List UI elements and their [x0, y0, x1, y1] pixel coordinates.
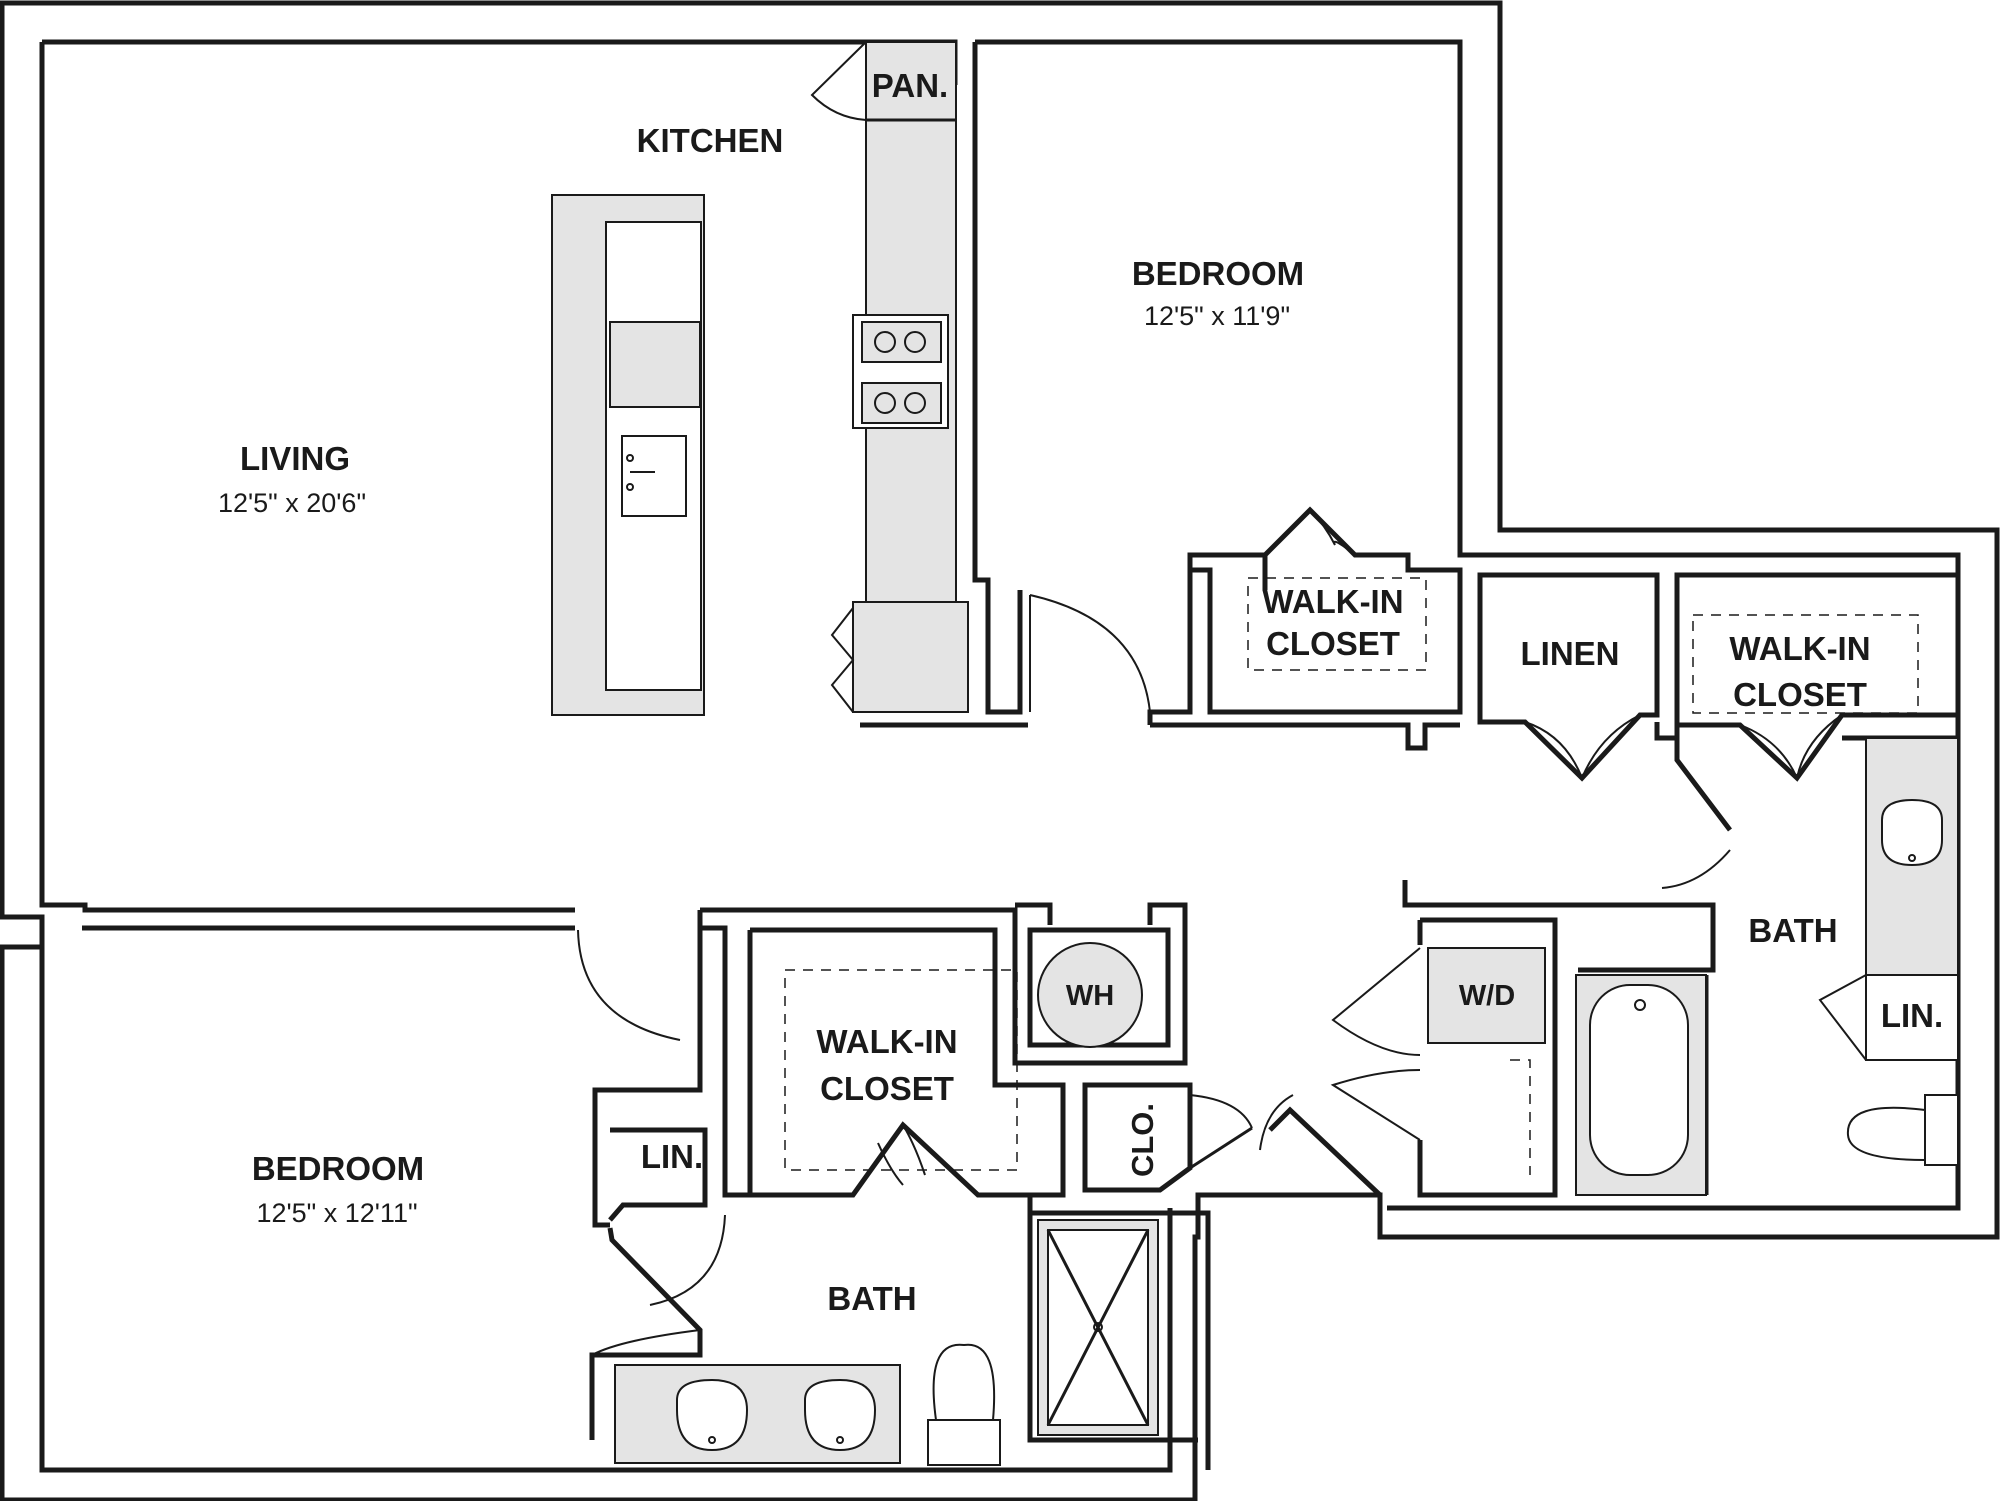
bath1 [1402, 735, 1959, 1196]
label-walkin3-line2: CLOSET [820, 1070, 954, 1107]
label-bedroom2: BEDROOM [252, 1150, 424, 1187]
label-walkin2-line1: WALK-IN [1729, 630, 1870, 667]
label-clo: CLO. [1125, 1103, 1160, 1177]
linen-closet [1477, 572, 1660, 782]
label-bath2: BATH [827, 1280, 916, 1317]
bath2-fixtures [614, 1219, 1159, 1466]
bedroom2-walls [82, 910, 1211, 1470]
clo-closet [1082, 1082, 1294, 1193]
label-kitchen: KITCHEN [637, 122, 784, 159]
toilet-bath1 [1924, 1094, 1959, 1166]
kitchen-sink [621, 435, 687, 517]
label-walkin1-line1: WALK-IN [1262, 583, 1403, 620]
laundry [1268, 917, 1558, 1198]
label-wh: WH [1066, 980, 1114, 1012]
label-linen: LINEN [1521, 635, 1620, 672]
walkin-closet-2 [1654, 572, 1961, 782]
dims-living: 12'5" x 20'6" [218, 488, 366, 518]
water-heater [1037, 942, 1143, 1048]
walkin-closet-1 [1190, 506, 1463, 715]
label-walkin2-line2: CLOSET [1733, 676, 1867, 713]
label-bedroom1: BEDROOM [1132, 255, 1304, 292]
label-pantry: PAN. [872, 67, 948, 104]
walkin-closet-3 [700, 907, 1066, 1198]
dims-bedroom2: 12'5" x 12'11" [256, 1198, 417, 1228]
label-lin-bath1: LIN. [1881, 997, 1943, 1034]
label-walkin3-line1: WALK-IN [816, 1023, 957, 1060]
label-living: LIVING [240, 440, 350, 477]
label-walkin1-line2: CLOSET [1266, 625, 1400, 662]
label-lin-bed2: LIN. [641, 1138, 703, 1175]
label-wd: W/D [1459, 980, 1515, 1012]
bedroom1-walls [860, 42, 1460, 751]
washer-dryer [1427, 947, 1546, 1044]
refrigerator [852, 601, 969, 713]
toilet-bath2 [927, 1419, 1001, 1466]
dims-bedroom1: 12'5" x 11'9" [1144, 301, 1290, 331]
label-bath1: BATH [1748, 912, 1837, 949]
dishwasher [609, 321, 701, 408]
kitchen-fixtures [551, 41, 969, 716]
